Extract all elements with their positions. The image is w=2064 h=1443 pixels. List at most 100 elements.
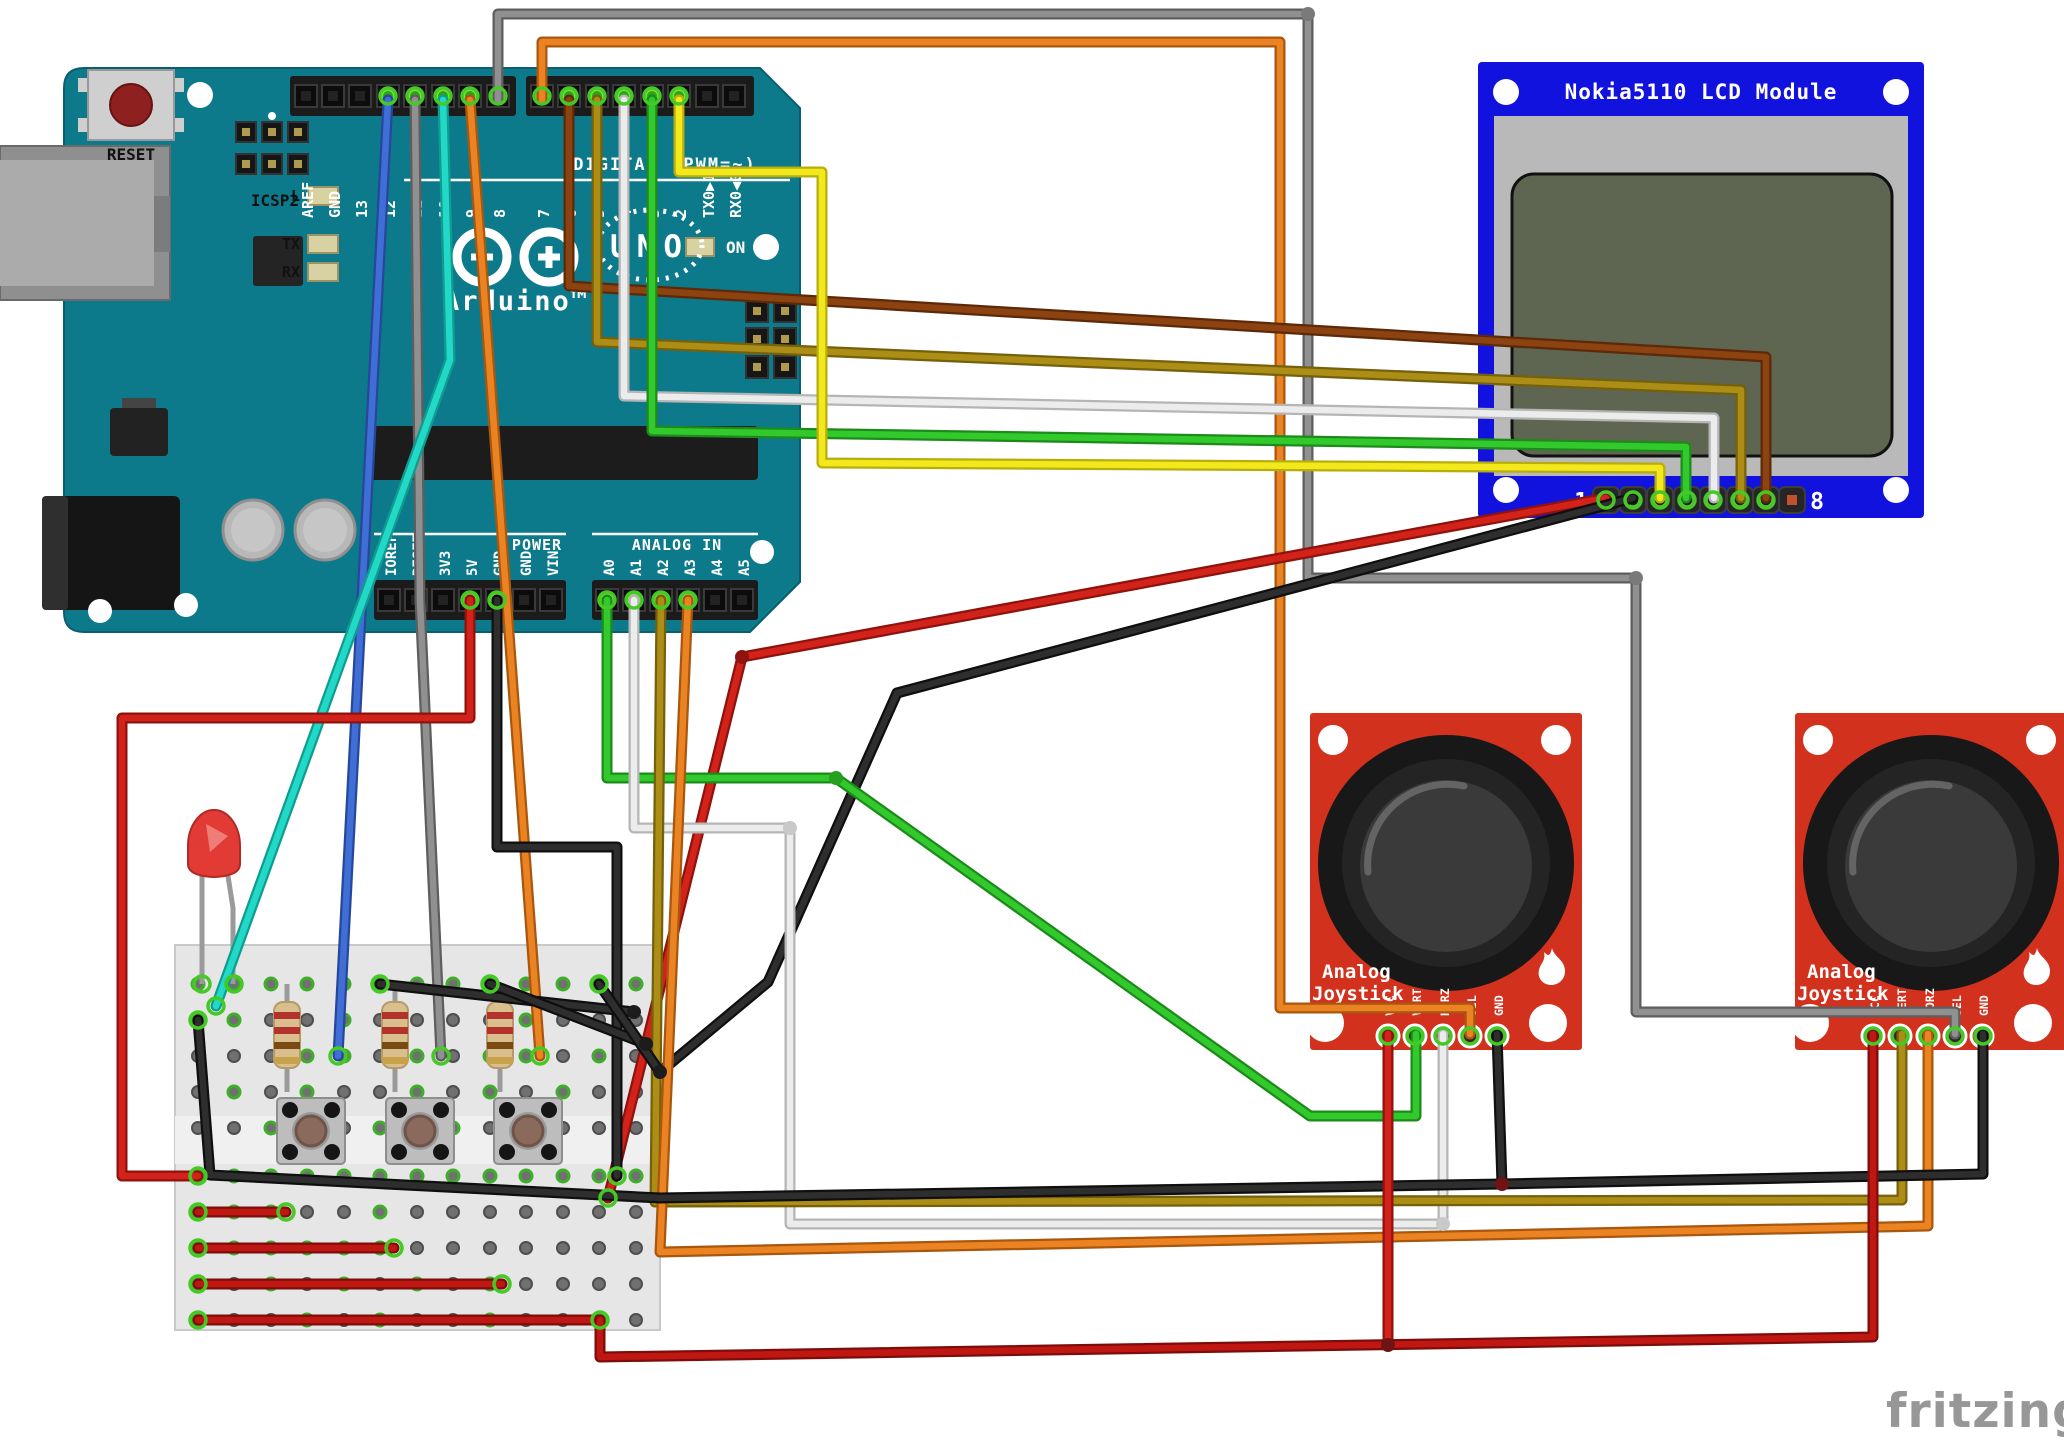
connected-terminal[interactable] [1756, 490, 1776, 510]
wire-d9-orange[interactable] [464, 94, 546, 1062]
breadboard-hole[interactable] [483, 1205, 497, 1219]
header-pin[interactable] [695, 84, 719, 108]
breadboard-hole[interactable] [410, 1013, 424, 1027]
breadboard-hole[interactable] [226, 1084, 242, 1100]
connected-terminal[interactable] [589, 974, 609, 994]
wire-junction[interactable] [1495, 1177, 1509, 1191]
connected-terminal[interactable] [1623, 490, 1643, 510]
breadboard-hole[interactable] [482, 1084, 498, 1100]
header-pin[interactable] [539, 588, 563, 612]
wire-d6-brown[interactable] [563, 94, 1772, 504]
breadboard-hole[interactable] [591, 1048, 607, 1064]
wire-d2-yellow[interactable] [673, 94, 1666, 504]
header-pin[interactable] [431, 588, 455, 612]
connected-terminal[interactable] [614, 86, 634, 106]
breadboard-hole[interactable] [519, 1241, 533, 1255]
breadboard-hole[interactable] [592, 1121, 606, 1135]
connected-terminal[interactable] [480, 974, 500, 994]
connected-terminal[interactable] [598, 1188, 618, 1208]
breadboard-hole[interactable] [263, 1120, 279, 1136]
wire-a3-orange[interactable] [654, 594, 1934, 1258]
breadboard-hole[interactable] [629, 1205, 643, 1219]
wire-d4-white[interactable] [618, 94, 1720, 504]
breadboard-hole[interactable] [556, 1241, 570, 1255]
breadboard-hole[interactable] [519, 1205, 533, 1219]
joystick-knob[interactable] [1360, 780, 1532, 952]
header-pin[interactable] [321, 84, 345, 108]
breadboard-hole[interactable] [373, 1085, 387, 1099]
wire-junction[interactable] [1436, 1217, 1450, 1231]
wire-junction[interactable] [1629, 571, 1643, 585]
connected-terminal[interactable] [532, 86, 552, 106]
wire-gnd-bus[interactable] [192, 1014, 1989, 1204]
breadboard-hole[interactable] [555, 1084, 571, 1100]
connected-terminal[interactable] [559, 86, 579, 106]
wire-d7-orange[interactable] [536, 36, 1476, 1040]
connected-terminal[interactable] [678, 590, 698, 610]
breadboard-hole[interactable] [300, 1205, 314, 1219]
wire-bb-gnd-2[interactable] [484, 978, 652, 1050]
connected-terminal[interactable] [597, 590, 617, 610]
resistor[interactable] [273, 984, 301, 1092]
wire-junction[interactable] [783, 821, 797, 835]
breadboard-hole[interactable] [227, 1121, 241, 1135]
resistor[interactable] [381, 984, 409, 1092]
breadboard-hole[interactable] [446, 1205, 460, 1219]
connected-terminal[interactable] [587, 86, 607, 106]
nokia-pin[interactable] [1778, 486, 1806, 514]
connected-terminal[interactable] [431, 1046, 451, 1066]
breadboard-hole[interactable] [410, 1241, 424, 1255]
breadboard-hole[interactable] [518, 1048, 534, 1064]
breadboard-hole[interactable] [299, 1084, 315, 1100]
connected-terminal[interactable] [188, 1274, 208, 1294]
connected-terminal[interactable] [328, 1046, 348, 1066]
breadboard-hole[interactable] [446, 1085, 460, 1099]
connected-terminal[interactable] [530, 1046, 550, 1066]
connected-terminal[interactable] [669, 86, 689, 106]
connected-terminal[interactable] [460, 590, 480, 610]
connected-terminal[interactable] [590, 1310, 610, 1330]
header-pin[interactable] [377, 588, 401, 612]
breadboard-hole[interactable] [555, 1168, 571, 1184]
header-pin[interactable] [703, 588, 727, 612]
connected-terminal[interactable] [192, 974, 212, 994]
connected-terminal[interactable] [487, 590, 507, 610]
button-cap[interactable] [511, 1114, 545, 1148]
breadboard-hole[interactable] [556, 1277, 570, 1291]
breadboard-hole[interactable] [592, 1205, 606, 1219]
connected-terminal[interactable] [370, 974, 390, 994]
wire-junction[interactable] [627, 1005, 641, 1019]
breadboard-hole[interactable] [556, 1205, 570, 1219]
breadboard-hole[interactable] [556, 1049, 570, 1063]
push-button[interactable] [493, 1097, 563, 1165]
connected-terminal[interactable] [1596, 490, 1616, 510]
connected-terminal[interactable] [188, 1310, 208, 1330]
breadboard-hole[interactable] [519, 1085, 533, 1099]
connected-terminal[interactable] [1487, 1026, 1507, 1046]
connected-terminal[interactable] [1405, 1026, 1425, 1046]
breadboard-hole[interactable] [264, 1085, 278, 1099]
button-cap[interactable] [403, 1114, 437, 1148]
breadboard-hole[interactable] [409, 1048, 425, 1064]
push-button[interactable] [385, 1097, 455, 1165]
header-pin[interactable] [730, 588, 754, 612]
wire-a1-white[interactable] [628, 594, 1449, 1230]
breadboard-hole[interactable] [299, 976, 315, 992]
header-pin[interactable] [512, 588, 536, 612]
connected-terminal[interactable] [405, 86, 425, 106]
wire-nokia-black[interactable] [654, 492, 1639, 1078]
connected-terminal[interactable] [276, 1202, 296, 1222]
breadboard-hole[interactable] [299, 1048, 315, 1064]
breadboard[interactable] [174, 809, 661, 1331]
breadboard-hole[interactable] [445, 1168, 461, 1184]
joystick-knob[interactable] [1845, 780, 2017, 952]
connected-terminal[interactable] [1433, 1026, 1453, 1046]
wire-d3-green[interactable] [646, 94, 1692, 504]
connected-terminal[interactable] [1460, 1026, 1480, 1046]
breadboard-hole[interactable] [629, 1277, 643, 1291]
connected-terminal[interactable] [188, 1202, 208, 1222]
connected-terminal[interactable] [188, 1238, 208, 1258]
connected-terminal[interactable] [1677, 490, 1697, 510]
connected-terminal[interactable] [1918, 1026, 1938, 1046]
